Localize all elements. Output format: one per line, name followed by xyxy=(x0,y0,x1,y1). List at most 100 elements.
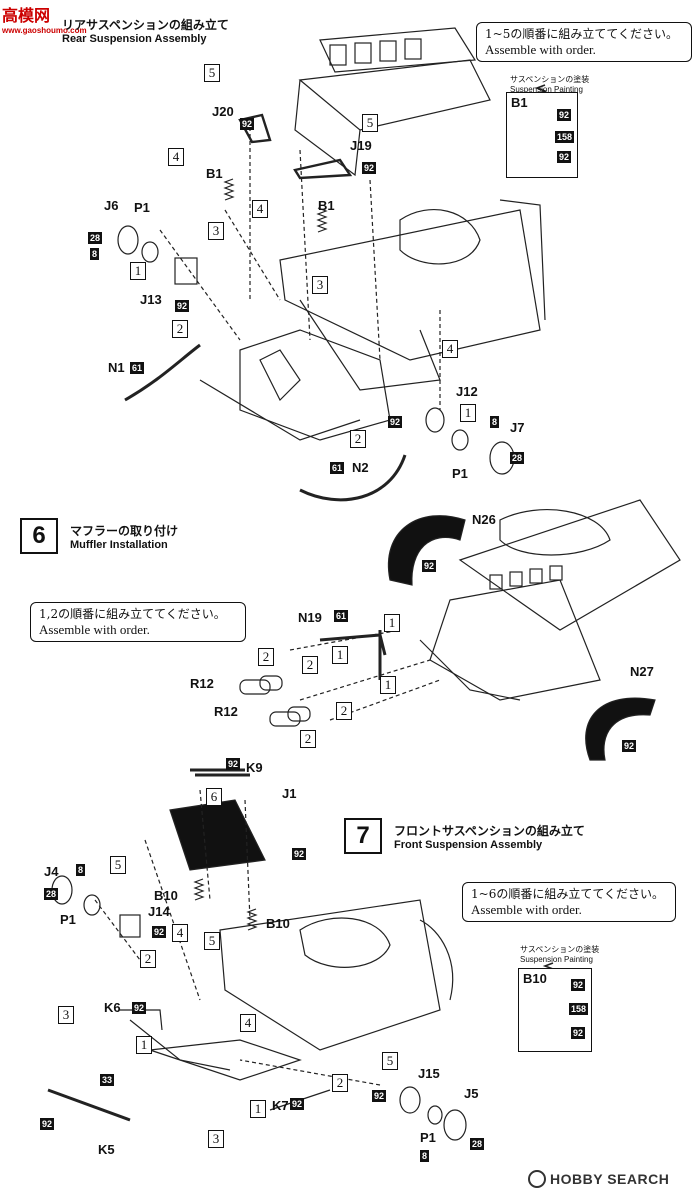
seq-number: 5 xyxy=(362,114,378,132)
step7-paint-0: 92 xyxy=(571,979,586,991)
part-label: B10 xyxy=(154,888,178,903)
part-label: N2 xyxy=(352,460,369,475)
part-label: P1 xyxy=(134,200,150,215)
paint-code: 28 xyxy=(510,452,525,464)
part-label: K9 xyxy=(246,760,263,775)
step5-order-note: 1~5の順番に組み立ててください。 Assemble with order. xyxy=(476,22,692,62)
step7-paint-box: B10 92 158 92 xyxy=(518,968,592,1052)
seq-number: 4 xyxy=(252,200,268,218)
part-label: B1 xyxy=(318,198,335,213)
paint-code: 92 xyxy=(152,926,167,938)
paint-code: 61 xyxy=(334,610,349,622)
part-label: J5 xyxy=(464,1086,479,1101)
paint-code: 92 xyxy=(362,162,377,174)
step7-paint-part: B10 xyxy=(523,971,547,986)
seq-number: 1 xyxy=(380,676,396,694)
paint-code: 28 xyxy=(88,232,103,244)
step7-paint-title-en: Suspension Painting xyxy=(520,955,593,964)
step5-note-en: Assemble with order. xyxy=(485,42,596,57)
paint-code: 92 xyxy=(132,1002,147,1014)
part-label: J14 xyxy=(148,904,170,919)
seq-number: 4 xyxy=(442,340,458,358)
part-label: J1 xyxy=(282,786,297,801)
step7-header: フロントサスペンションの組み立て Front Suspension Assemb… xyxy=(394,822,585,851)
step7-paint-title-jp: サスペンションの塗装 xyxy=(520,945,600,954)
seq-number: 3 xyxy=(58,1006,74,1024)
watermark-title: 高模网 xyxy=(2,6,51,25)
seq-number: 5 xyxy=(382,1052,398,1070)
step5-paint-title-en: Suspension Painting xyxy=(510,85,583,94)
seq-number: 1 xyxy=(384,614,400,632)
paint-code: 28 xyxy=(44,888,59,900)
paint-code: 92 xyxy=(292,848,307,860)
seq-number: 1 xyxy=(332,646,348,664)
part-label: R12 xyxy=(190,676,214,691)
step6-number: 6 xyxy=(20,518,58,554)
part-label: N1 xyxy=(108,360,125,375)
paint-code: 92 xyxy=(290,1098,305,1110)
step5-paint-box: B1 92 158 92 xyxy=(506,92,578,178)
seq-number: 5 xyxy=(204,932,220,950)
part-label: J15 xyxy=(418,1066,440,1081)
seq-number: 2 xyxy=(336,702,352,720)
part-label: B10 xyxy=(266,916,290,931)
seq-number: 2 xyxy=(258,648,274,666)
seq-number: 1 xyxy=(130,262,146,280)
step7-note-en: Assemble with order. xyxy=(471,902,582,917)
step5-paint-2: 92 xyxy=(557,151,572,163)
watermark-url: www.gaoshoumo.com xyxy=(2,26,87,35)
seq-number: 5 xyxy=(110,856,126,874)
seq-number: 1 xyxy=(460,404,476,422)
part-label: N27 xyxy=(630,664,654,679)
paint-code: 8 xyxy=(90,248,100,260)
seq-number: 4 xyxy=(240,1014,256,1032)
step7-title-en: Front Suspension Assembly xyxy=(394,839,543,851)
seq-number: 5 xyxy=(204,64,220,82)
seq-number: 3 xyxy=(208,1130,224,1148)
paint-code: 61 xyxy=(130,362,145,374)
seq-number: 1 xyxy=(250,1100,266,1118)
step6-title-en: Muffler Installation xyxy=(70,539,168,551)
paint-code: 92 xyxy=(372,1090,387,1102)
seq-number: 2 xyxy=(140,950,156,968)
paint-code: 33 xyxy=(100,1074,115,1086)
seq-number: 2 xyxy=(350,430,366,448)
paint-code: 92 xyxy=(622,740,637,752)
part-label: R12 xyxy=(214,704,238,719)
paint-code: 92 xyxy=(388,416,403,428)
step7-paint-1: 158 xyxy=(569,1003,589,1015)
part-label: P1 xyxy=(452,466,468,481)
step7-title-jp: フロントサスペンションの組み立て xyxy=(394,824,585,838)
step7-note-jp: 1~6の順番に組み立ててください。 xyxy=(471,887,664,901)
seq-number: 2 xyxy=(302,656,318,674)
step7-number: 7 xyxy=(344,818,382,854)
seq-number: 3 xyxy=(312,276,328,294)
part-label: J7 xyxy=(510,420,525,435)
paint-code: 61 xyxy=(330,462,345,474)
step7-paint-2: 92 xyxy=(571,1027,586,1039)
paint-code: 8 xyxy=(490,416,500,428)
seq-number: 2 xyxy=(300,730,316,748)
part-label: B1 xyxy=(206,166,223,181)
step5-title-en: Rear Suspension Assembly xyxy=(62,33,207,45)
seq-number: 2 xyxy=(172,320,188,338)
step6-header: マフラーの取り付け Muffler Installation xyxy=(70,522,178,551)
part-label: P1 xyxy=(420,1130,436,1145)
seq-number: 6 xyxy=(206,788,222,806)
paint-code: 92 xyxy=(240,118,255,130)
paint-code: 8 xyxy=(76,864,86,876)
paint-code: 8 xyxy=(420,1150,430,1162)
part-label: J12 xyxy=(456,384,478,399)
part-label: K7 xyxy=(272,1098,289,1113)
step5-paint-1: 158 xyxy=(555,131,575,143)
step6-title-jp: マフラーの取り付け xyxy=(70,524,179,538)
paint-code: 92 xyxy=(175,300,190,312)
step6-order-note: 1,2の順番に組み立ててください。 Assemble with order. xyxy=(30,602,246,642)
footer-brand-text: HOBBY SEARCH xyxy=(550,1171,670,1187)
step5-paint-title-jp: サスペンションの塗装 xyxy=(510,75,590,84)
part-label: N19 xyxy=(298,610,322,625)
footer-brand: HOBBY SEARCH xyxy=(528,1170,669,1188)
watermark: 高模网 www.gaoshoumo.com xyxy=(2,2,87,35)
part-label: J20 xyxy=(212,104,234,119)
